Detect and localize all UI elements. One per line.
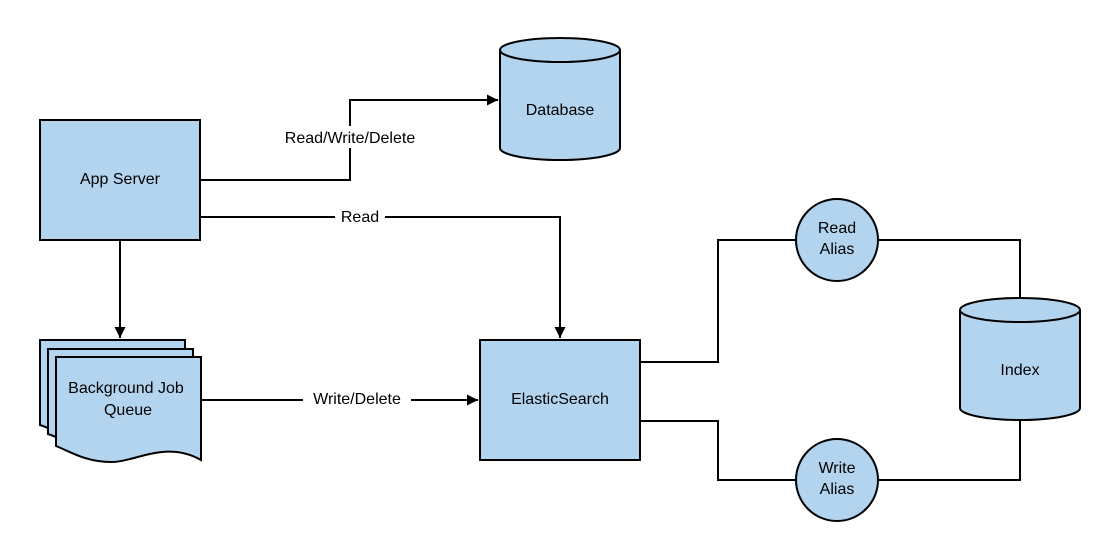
write-alias-label-line-2: Alias [820,481,855,498]
read-alias-label-line-2: Alias [820,241,855,258]
svg-text:Write/Delete: Write/Delete [313,391,401,408]
write-alias-label-line-1: Write [818,460,855,477]
index-label: Index [1000,362,1039,379]
index-node[interactable]: Index [959,297,1081,421]
edge-label-read-write-delete: Read/Write/Delete [272,126,428,148]
database-label: Database [526,102,595,119]
connector-app-elasticsearch [189,211,566,338]
read-alias-node[interactable]: Read Alias [795,198,879,282]
read-alias-label-line-1: Read [818,220,856,237]
app-server-label: App Server [80,171,161,188]
edge-label-write-delete: Write/Delete [303,389,411,411]
connector-read-alias-index [878,239,1021,300]
connector-elasticsearch-write-alias [640,420,796,481]
job-queue-label-line-2: Queue [104,402,152,419]
elasticsearch-node[interactable]: ElasticSearch [479,339,641,461]
connector-write-alias-index [878,420,1021,481]
app-server-node[interactable]: App Server [39,119,201,241]
connector-elasticsearch-read-alias [640,239,796,363]
svg-text:Read/Write/Delete: Read/Write/Delete [285,130,416,147]
database-node[interactable]: Database [499,37,621,161]
svg-text:Read: Read [341,209,379,226]
edge-label-read: Read [335,206,385,228]
job-queue-label-line-1: Background Job [68,380,184,397]
job-queue-node[interactable]: Background Job Queue [39,339,202,464]
write-alias-node[interactable]: Write Alias [795,438,879,522]
elasticsearch-label: ElasticSearch [511,391,609,408]
